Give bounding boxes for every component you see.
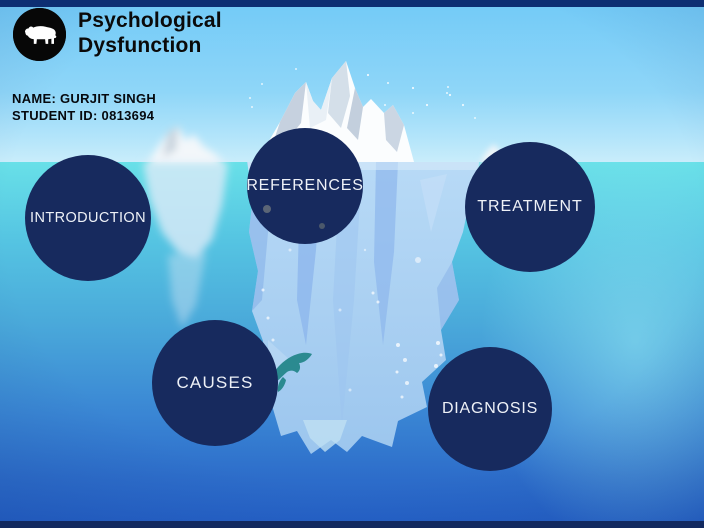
student-name: NAME: GURJIT SINGH bbox=[12, 91, 157, 106]
subtopic-dot[interactable] bbox=[263, 205, 271, 213]
title-line-2: Dysfunction bbox=[78, 34, 202, 57]
subtopic-dot[interactable] bbox=[319, 223, 325, 229]
topic-circle-references[interactable]: REFERENCES bbox=[246, 128, 364, 244]
topic-circle-treatment[interactable]: TREATMENT bbox=[465, 142, 595, 272]
topic-circle-diagnosis[interactable]: DIAGNOSIS bbox=[428, 347, 552, 471]
student-id: STUDENT ID: 0813694 bbox=[12, 108, 155, 123]
topic-label-introduction: INTRODUCTION bbox=[30, 210, 146, 226]
topic-label-causes: CAUSES bbox=[176, 373, 254, 392]
topic-label-treatment: TREATMENT bbox=[477, 198, 583, 215]
polar-bear-logo[interactable] bbox=[13, 8, 66, 61]
blurred-iceberg-left bbox=[143, 126, 228, 328]
polar-bear-icon bbox=[13, 8, 66, 61]
bottom-border-bar bbox=[0, 521, 704, 528]
student-info: NAME: GURJIT SINGH STUDENT ID: 0813694 bbox=[12, 90, 156, 124]
page-title: Psychological Dysfunction bbox=[78, 8, 222, 58]
title-line-1: Psychological bbox=[78, 9, 222, 32]
topic-circle-introduction[interactable]: INTRODUCTION bbox=[25, 155, 151, 281]
top-border-bar bbox=[0, 0, 704, 7]
topic-circle-causes[interactable]: CAUSES bbox=[152, 320, 278, 446]
topic-label-diagnosis: DIAGNOSIS bbox=[441, 400, 539, 417]
presentation-header: Psychological Dysfunction bbox=[13, 8, 222, 61]
snow-specks-icon bbox=[249, 68, 476, 119]
topic-label-references: REFERENCES bbox=[246, 177, 364, 194]
